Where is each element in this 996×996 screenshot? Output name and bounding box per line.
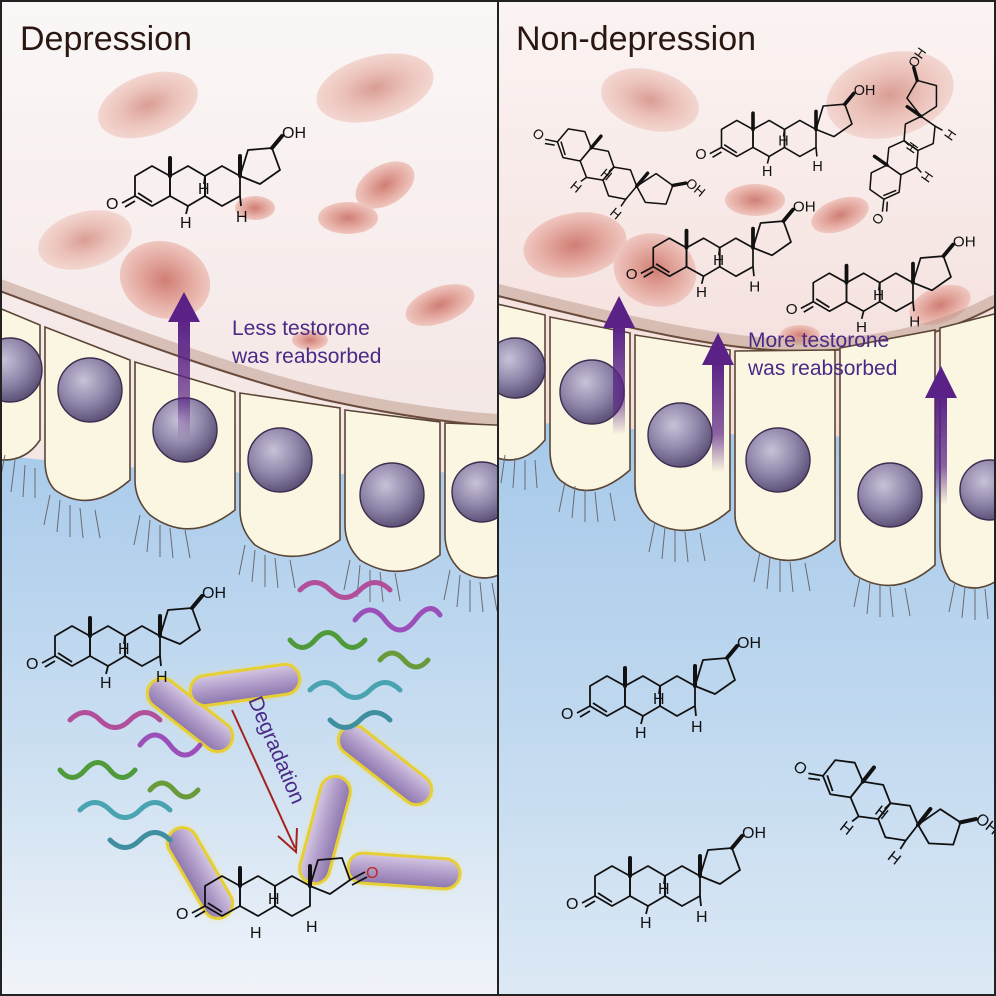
epithelial-cell [498, 303, 546, 461]
red-blood-cell [811, 196, 869, 234]
ketone-oxygen-label: O [366, 865, 378, 882]
epithelial-cell [839, 329, 936, 587]
bacterium [166, 826, 234, 920]
degrading-enzyme [287, 580, 443, 730]
epithelial-cell [444, 422, 498, 579]
epithelial-cell [239, 392, 341, 558]
epithelial-cell [0, 307, 43, 461]
degradation-arrow [231, 709, 298, 855]
red-blood-cell [780, 325, 820, 345]
epithelial-cell [549, 316, 631, 492]
microvilli [500, 454, 989, 620]
epithelial-cell [734, 349, 836, 562]
bacterium [188, 662, 302, 708]
degrading-enzyme [57, 710, 203, 850]
red-blood-cells [38, 53, 475, 350]
red-blood-cell [909, 284, 971, 326]
red-blood-cell [725, 184, 785, 216]
basement-membrane [0, 279, 498, 426]
red-blood-cell [355, 161, 415, 209]
red-blood-cell [38, 210, 132, 270]
red-blood-cell [613, 233, 697, 307]
red-blood-cell [523, 212, 627, 278]
bacterium [336, 723, 434, 807]
androstenedione-molecule: O O H H H [176, 857, 378, 942]
non-depression-panel: More testorone was reabsorbed Non-depres… [498, 0, 996, 996]
oxygen-label: O [176, 906, 188, 923]
less-reabsorbed-line2: was reabsorbed [231, 345, 381, 368]
epithelial-cell [134, 360, 236, 530]
red-blood-cell [292, 330, 328, 350]
red-blood-cell [318, 202, 378, 234]
red-blood-cell [601, 68, 699, 132]
hydrogen-label: H [306, 919, 318, 936]
hydrogen-label: H [268, 891, 280, 908]
epithelial-cell [939, 312, 996, 589]
epithelial-cell [344, 409, 441, 573]
more-reabsorbed-line1: More testorone [748, 329, 889, 352]
bacterium [346, 851, 462, 891]
epithelial-layer [498, 303, 996, 589]
red-blood-cell [405, 284, 475, 326]
basement-membrane [498, 284, 996, 352]
red-blood-cell [98, 71, 198, 139]
epithelial-cell [44, 325, 131, 502]
gut-bacteria [145, 662, 462, 920]
hydrogen-label: H [250, 925, 262, 942]
depression-panel: Less testorone was reabsorbed [0, 0, 498, 996]
more-reabsorption-arrow [603, 296, 635, 435]
panel-title-non-depression: Non-depression [516, 20, 756, 58]
red-blood-cell [316, 53, 434, 123]
epithelial-layer [0, 307, 498, 579]
more-reabsorption-arrow [702, 333, 734, 472]
panel-title-depression: Depression [20, 20, 192, 58]
epithelial-cell [634, 334, 731, 532]
less-reabsorbed-line1: Less testorone [232, 317, 370, 340]
less-reabsorption-arrow [168, 292, 200, 440]
more-reabsorbed-line2: was reabsorbed [747, 357, 897, 380]
basement-membrane-line [0, 290, 498, 427]
more-reabsorption-arrow [925, 366, 957, 505]
red-blood-cells [523, 51, 971, 345]
